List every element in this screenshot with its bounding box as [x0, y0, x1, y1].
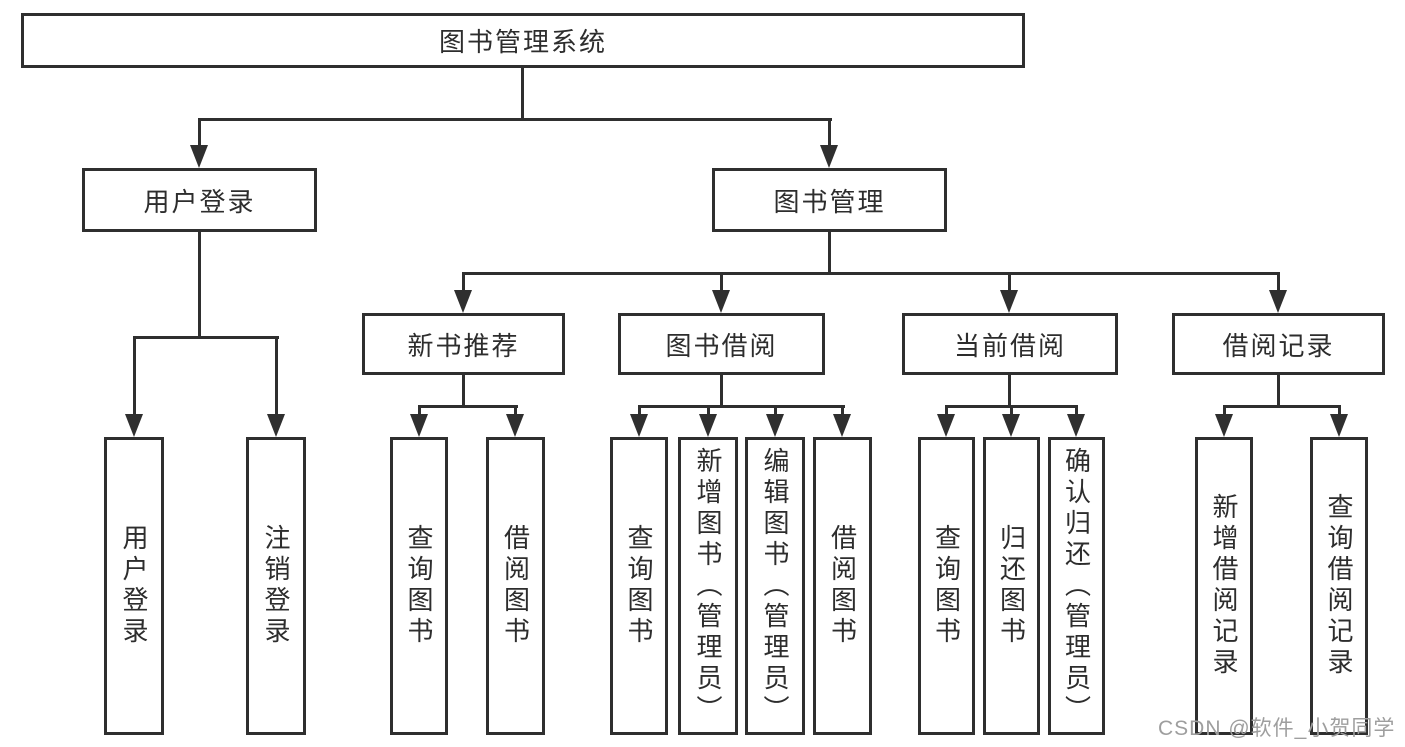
arrow-down-icon [1002, 414, 1020, 437]
leaf-nb-query-book: 查询图书 [390, 437, 448, 735]
connector-drop-leaf-logout [275, 336, 278, 416]
connector-drop-bw-add [707, 405, 710, 416]
connector-drop-cb-confirm [1075, 405, 1078, 416]
connector-book-borrow-rail [638, 405, 845, 408]
arrow-down-icon [1269, 290, 1287, 313]
node-user-login-label: 用户登录 [143, 186, 256, 217]
leaf-cb-confirm-return-admin: 确认归还（管理员） [1048, 437, 1105, 735]
leaf-bw-borrow-book-label: 借阅图书 [827, 524, 858, 648]
arrow-down-icon [937, 414, 955, 437]
connector-book-borrow-stem [720, 375, 723, 407]
leaf-nb-borrow-book-label: 借阅图书 [500, 524, 531, 648]
connector-drop-book-borrow [720, 272, 723, 292]
node-book-management-label: 图书管理 [773, 186, 886, 217]
connector-drop-cb-return [1010, 405, 1013, 416]
arrow-down-icon [506, 414, 524, 437]
node-current-borrow-label: 当前借阅 [953, 330, 1066, 361]
arrow-down-icon [699, 414, 717, 437]
connector-drop-borrow-records [1277, 272, 1280, 292]
leaf-logout: 注销登录 [246, 437, 306, 735]
node-new-book-recommend-label: 新书推荐 [407, 330, 520, 361]
connector-drop-cb-query [945, 405, 948, 416]
leaf-cb-query-book-label: 查询图书 [931, 524, 962, 648]
node-borrow-records-label: 借阅记录 [1222, 330, 1335, 361]
connector-drop-nb-query [418, 405, 421, 416]
connector-drop-bw-edit [774, 405, 777, 416]
leaf-bw-query-book: 查询图书 [610, 437, 668, 735]
connector-drop-new-book [462, 272, 465, 292]
connector-borrow-records-rail [1223, 405, 1341, 408]
connector-level2-rail [198, 118, 832, 121]
connector-drop-leaf-user-login [133, 336, 136, 416]
arrow-down-icon [125, 414, 143, 437]
connector-drop-book-management [828, 118, 831, 148]
connector-new-book-stem [462, 375, 465, 407]
connector-drop-nb-borrow [514, 405, 517, 416]
node-book-management: 图书管理 [712, 168, 947, 232]
arrow-down-icon [1215, 414, 1233, 437]
leaf-logout-label: 注销登录 [261, 524, 291, 648]
arrow-down-icon [820, 145, 838, 168]
connector-user-login-stem [198, 232, 201, 338]
leaf-nb-borrow-book: 借阅图书 [486, 437, 545, 735]
leaf-br-query-record: 查询借阅记录 [1310, 437, 1368, 735]
connector-borrow-records-stem [1277, 375, 1280, 407]
connector-level3-rail [462, 272, 1280, 275]
arrow-down-icon [833, 414, 851, 437]
connector-book-management-stem [828, 232, 831, 274]
leaf-nb-query-book-label: 查询图书 [404, 524, 434, 648]
arrow-down-icon [410, 414, 428, 437]
node-new-book-recommend: 新书推荐 [362, 313, 565, 375]
leaf-user-login: 用户登录 [104, 437, 164, 735]
connector-user-login-rail [133, 336, 279, 339]
connector-drop-bw-borrow [841, 405, 844, 416]
csdn-watermark: CSDN @软件_小贺同学 [1158, 717, 1396, 740]
leaf-bw-query-book-label: 查询图书 [624, 524, 654, 648]
node-root: 图书管理系统 [21, 13, 1025, 68]
arrow-down-icon [454, 290, 472, 313]
connector-root-stem [521, 68, 524, 118]
node-book-borrow-label: 图书借阅 [665, 330, 778, 361]
leaf-br-query-record-label: 查询借阅记录 [1324, 493, 1354, 679]
arrow-down-icon [267, 414, 285, 437]
leaf-user-login-label: 用户登录 [119, 524, 149, 648]
arrow-down-icon [712, 290, 730, 313]
leaf-cb-confirm-return-admin-label: 确认归还（管理员） [1061, 446, 1092, 726]
leaf-cb-query-book: 查询图书 [918, 437, 975, 735]
arrow-down-icon [1000, 290, 1018, 313]
connector-drop-br-query [1338, 405, 1341, 416]
arrow-down-icon [1067, 414, 1085, 437]
connector-drop-user-login [198, 118, 201, 148]
arrow-down-icon [766, 414, 784, 437]
node-borrow-records: 借阅记录 [1172, 313, 1385, 375]
node-book-borrow: 图书借阅 [618, 313, 825, 375]
arrow-down-icon [1330, 414, 1348, 437]
leaf-cb-return-book-label: 归还图书 [996, 524, 1027, 648]
leaf-bw-edit-book-admin: 编辑图书（管理员） [745, 437, 805, 735]
connector-drop-br-add [1223, 405, 1226, 416]
node-root-label: 图书管理系统 [438, 27, 607, 57]
connector-new-book-rail [418, 405, 518, 408]
connector-drop-bw-query [638, 405, 641, 416]
arrow-down-icon [190, 145, 208, 168]
connector-current-borrow-stem [1008, 375, 1011, 407]
node-user-login: 用户登录 [82, 168, 317, 232]
leaf-br-add-record: 新增借阅记录 [1195, 437, 1253, 735]
arrow-down-icon [630, 414, 648, 437]
leaf-bw-borrow-book: 借阅图书 [813, 437, 872, 735]
leaf-bw-edit-book-admin-label: 编辑图书（管理员） [760, 446, 790, 726]
leaf-cb-return-book: 归还图书 [983, 437, 1040, 735]
leaf-bw-add-book-admin-label: 新增图书（管理员） [693, 446, 723, 726]
node-current-borrow: 当前借阅 [902, 313, 1118, 375]
leaf-br-add-record-label: 新增借阅记录 [1209, 493, 1239, 679]
leaf-bw-add-book-admin: 新增图书（管理员） [678, 437, 738, 735]
connector-drop-current-borrow [1008, 272, 1011, 292]
